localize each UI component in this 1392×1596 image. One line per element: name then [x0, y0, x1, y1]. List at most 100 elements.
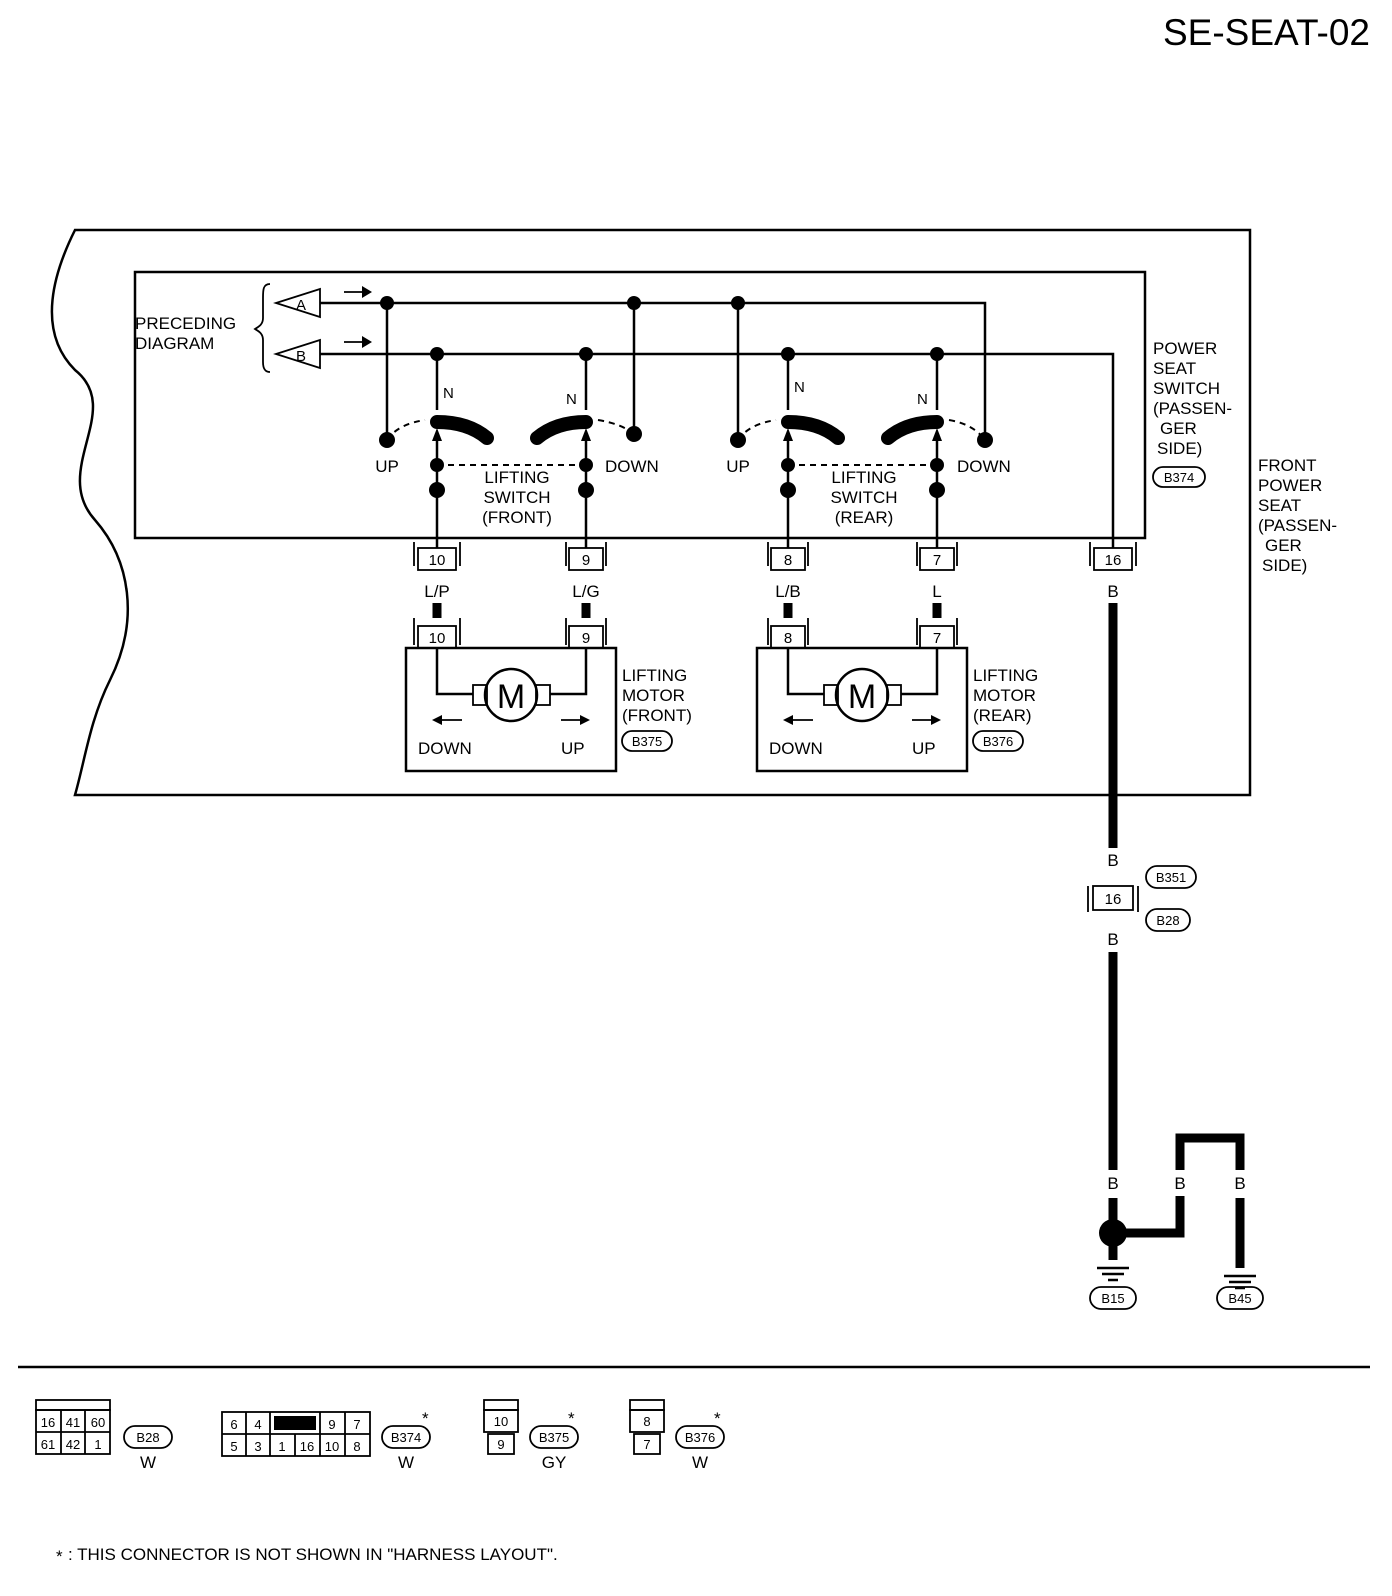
- front-power-seat-label-2: POWER: [1258, 476, 1322, 495]
- rear-arm-7-arrow: [932, 428, 942, 441]
- junction-dot: [579, 347, 593, 361]
- switch-pin-8: 8: [767, 542, 809, 571]
- preceding-brace: [253, 283, 271, 373]
- preceding-label-1: PRECEDING: [135, 314, 236, 333]
- rear-switch-blade-left: [781, 415, 845, 445]
- b376-connector-id: B376: [983, 734, 1013, 749]
- b374-view-color: W: [398, 1453, 414, 1472]
- bus-b-wire: [320, 352, 1115, 548]
- front-power-seat-label-5: GER: [1265, 536, 1302, 555]
- b28-view-color: W: [140, 1453, 156, 1472]
- rear-motor-box: [755, 646, 969, 773]
- power-seat-switch-label-6: SIDE): [1157, 439, 1202, 458]
- footnote-text: : THIS CONNECTOR IS NOT SHOWN IN "HARNES…: [68, 1545, 558, 1564]
- front-switch-arc-right: [597, 419, 635, 435]
- wire-color-above-joint: B: [1107, 851, 1118, 870]
- switch-pin-7: 7: [916, 542, 958, 571]
- junction-dot: [579, 458, 593, 472]
- b28-latch: [35, 1399, 111, 1411]
- switch-pin-16-label: 16: [1105, 552, 1122, 569]
- b374-pin: 6: [230, 1417, 237, 1432]
- front-switch-blade-left: [430, 415, 494, 445]
- front-motor-up-arrow: [580, 715, 590, 725]
- b28-pin: 42: [66, 1437, 80, 1452]
- wire-color-below-joint: B: [1107, 930, 1118, 949]
- front-power-seat-label-3: SEAT: [1258, 496, 1301, 515]
- front-power-seat-label-6: SIDE): [1262, 556, 1307, 575]
- front-motor-down-arrow: [432, 715, 442, 725]
- b376-pin: 7: [643, 1437, 650, 1452]
- front-motor-down-label: DOWN: [418, 739, 472, 758]
- b375-connector-badge: [621, 730, 673, 752]
- b375-view-id: B375: [539, 1430, 569, 1445]
- front-power-seat-label-4: (PASSEN-: [1258, 516, 1337, 535]
- junction-dot: [430, 347, 444, 361]
- rear-switch-label-2: SWITCH: [830, 488, 897, 507]
- wire-color-middle: B: [1174, 1174, 1185, 1193]
- connector-view-b374: 6 4 9 7 5 3 1 16 10 8 B374 * W: [221, 1409, 431, 1472]
- switch-pin-9-label: 9: [582, 552, 590, 569]
- rear-switch-arc-left: [737, 419, 777, 441]
- b351-connector-id: B351: [1156, 870, 1186, 885]
- rear-motor-label-1: LIFTING: [973, 666, 1038, 685]
- rear-n-left: N: [794, 379, 805, 396]
- flag-a-label: A: [296, 297, 306, 314]
- b375-view-star: *: [568, 1409, 575, 1428]
- b15-ground-id: B15: [1101, 1291, 1124, 1306]
- b375-connector-id: B375: [632, 734, 662, 749]
- power-seat-switch-label-1: POWER: [1153, 339, 1217, 358]
- switch-pin-7-label: 7: [933, 552, 941, 569]
- front-n-right: N: [566, 391, 577, 408]
- rear-motor-label-2: MOTOR: [973, 686, 1036, 705]
- rear-arm-8-arrow: [783, 428, 793, 441]
- junction-dot: [929, 482, 945, 498]
- wire-color-7: L: [932, 582, 941, 601]
- b45-ground-id: B45: [1228, 1291, 1251, 1306]
- junction-dot: [781, 347, 795, 361]
- b376-view-star: *: [714, 1409, 721, 1428]
- arrow-a-head: [362, 286, 372, 298]
- front-motor-up-label: UP: [561, 739, 585, 758]
- switch-pin-10-label: 10: [429, 552, 446, 569]
- footnote-star: *: [56, 1547, 63, 1566]
- switch-pin-16: 16: [1089, 542, 1137, 571]
- b375-view-badge: [529, 1425, 579, 1449]
- rear-switch-arc-right: [948, 419, 986, 441]
- b376-view-id: B376: [685, 1430, 715, 1445]
- b374-connector-badge: [1152, 466, 1206, 488]
- rear-motor-down-arrow: [783, 715, 793, 725]
- power-seat-switch-box: [133, 270, 1147, 540]
- front-power-seat-frame: [50, 228, 1252, 797]
- junction-dot: [930, 347, 944, 361]
- b28-pin: 41: [66, 1415, 80, 1430]
- connector-view-b375: 10 9 B375 * GY: [483, 1399, 579, 1472]
- power-seat-switch-label-4: (PASSEN-: [1153, 399, 1232, 418]
- front-n-left: N: [443, 385, 454, 402]
- b374-connector-id: B374: [1164, 470, 1194, 485]
- switch-pin-8-label: 8: [784, 552, 792, 569]
- b376-view-color: W: [692, 1453, 708, 1472]
- wire-color-8: L/B: [775, 582, 801, 601]
- b376-connector-badge: [972, 730, 1024, 752]
- joint-pin-label: 16: [1105, 891, 1122, 908]
- rear-motor-pin-left: 8: [784, 630, 792, 647]
- junction-dot: [781, 458, 795, 472]
- bus-a-wire: [320, 301, 987, 440]
- front-down-contact: [626, 426, 642, 442]
- front-motor-label-2: MOTOR: [622, 686, 685, 705]
- b15-ground-badge: [1089, 1286, 1137, 1310]
- b376-latch: [629, 1399, 665, 1411]
- b375-view-color: GY: [542, 1453, 567, 1472]
- power-seat-switch-label-5: GER: [1160, 419, 1197, 438]
- b374-pin: 7: [353, 1417, 360, 1432]
- b374-pin: 1: [278, 1439, 285, 1454]
- junction-dot: [578, 482, 594, 498]
- b375-pin: 10: [494, 1414, 508, 1429]
- rear-motor-down-label: DOWN: [769, 739, 823, 758]
- b374-pin: 16: [300, 1439, 314, 1454]
- motor-feed-stubs: [432, 603, 942, 618]
- b28-connector-id: B28: [1156, 913, 1179, 928]
- b28-view-id: B28: [136, 1430, 159, 1445]
- connector-view-b28: 16 41 60 61 42 1 B28 W: [35, 1399, 173, 1472]
